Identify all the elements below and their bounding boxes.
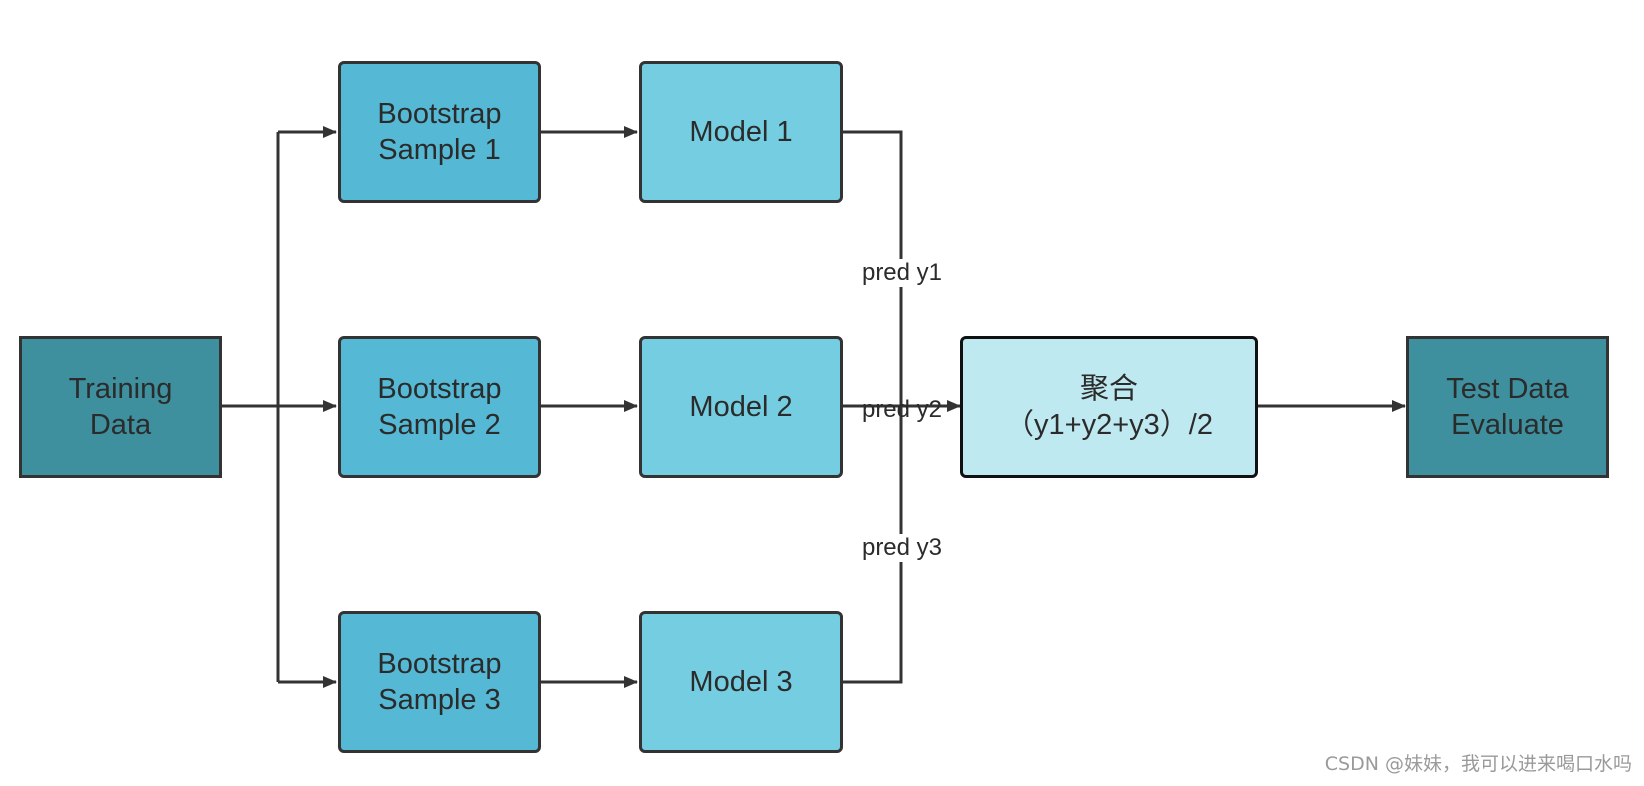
bootstrap-3-line2: Sample 3 (378, 684, 501, 716)
model-1-label: Model 1 (689, 116, 793, 148)
aggregate-node: 聚合 （y1+y2+y3）/2 (960, 336, 1258, 478)
test-data-line1: Test Data (1446, 373, 1569, 405)
bootstrap-2-line2: Sample 2 (378, 409, 501, 441)
test-data-line2: Evaluate (1451, 409, 1564, 441)
watermark-text: CSDN @妹妹，我可以进来喝口水吗 (1324, 753, 1632, 775)
pred-y1-label: pred y1 (859, 259, 945, 287)
bootstrap-3-line1: Bootstrap (377, 648, 502, 680)
bootstrap-sample-1-node: Bootstrap Sample 1 (338, 61, 541, 203)
pred-y2-label: pred y2 (861, 396, 943, 423)
test-data-node: Test Data Evaluate (1406, 336, 1609, 478)
model-2-label: Model 2 (689, 391, 793, 423)
bootstrap-2-line1: Bootstrap (377, 373, 502, 405)
edge-model1-aggregate (843, 130, 903, 406)
bootstrap-sample-2-node: Bootstrap Sample 2 (338, 336, 541, 478)
aggregate-formula: （y1+y2+y3）/2 (1005, 409, 1213, 441)
training-data-node: Training Data (19, 336, 222, 478)
model-3-node: Model 3 (639, 611, 843, 753)
bootstrap-1-line1: Bootstrap (377, 98, 502, 130)
training-data-line1: Training (68, 373, 173, 405)
model-2-node: Model 2 (639, 336, 843, 478)
bootstrap-sample-3-node: Bootstrap Sample 3 (338, 611, 541, 753)
bootstrap-1-line2: Sample 1 (378, 134, 501, 166)
aggregate-title: 聚合 (1079, 373, 1138, 405)
edge-model3-aggregate (843, 406, 903, 684)
model-3-label: Model 3 (689, 666, 793, 698)
model-1-node: Model 1 (639, 61, 843, 203)
pred-y3-label: pred y3 (859, 534, 945, 562)
training-data-line2: Data (89, 409, 152, 441)
